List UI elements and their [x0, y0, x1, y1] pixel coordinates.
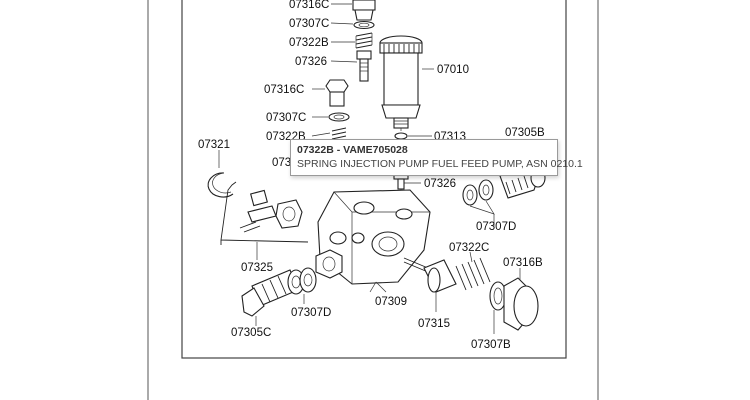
cap-nut-07316c-mid[interactable]: [325, 79, 349, 107]
label-07316b[interactable]: 07316B: [503, 257, 543, 269]
valve-07326-top[interactable]: [356, 50, 372, 82]
priming-pump-07325[interactable]: [220, 181, 309, 260]
label-07307c-top[interactable]: 07307C: [289, 18, 329, 30]
washer-07307c-mid[interactable]: [328, 112, 350, 122]
fitting-07305c[interactable]: [241, 249, 343, 326]
label-07309[interactable]: 07309: [375, 296, 407, 308]
label-07326-right[interactable]: 07326: [424, 178, 456, 190]
screw-07326[interactable]: [393, 173, 409, 190]
tooltip-title: 07322B - VAME705028: [297, 144, 408, 156]
feed-pump-07010[interactable]: [379, 35, 423, 208]
label-07316c-top[interactable]: 07316C: [289, 0, 329, 11]
label-073-partial[interactable]: 073: [272, 157, 291, 169]
snap-ring-07321[interactable]: [207, 150, 234, 198]
washers-07307d-right[interactable]: [462, 179, 495, 226]
washer-07307c-top[interactable]: [353, 20, 375, 30]
label-07307d-left[interactable]: 07307D: [291, 307, 331, 319]
spring-07322b-top[interactable]: [355, 32, 373, 49]
label-07305b[interactable]: 07305B: [505, 127, 545, 139]
push-rod: [403, 257, 429, 273]
label-07307d-right[interactable]: 07307D: [476, 221, 516, 233]
part-labels: 07316C 07307C 07322B 07326 07010 07316C …: [198, 0, 545, 351]
plug-07316b[interactable]: [503, 268, 539, 331]
label-07307c-mid[interactable]: 07307C: [266, 112, 306, 124]
label-07321[interactable]: 07321: [198, 139, 230, 151]
label-07316c-mid[interactable]: 07316C: [264, 84, 304, 96]
label-07322c[interactable]: 07322C: [449, 242, 489, 254]
label-07315[interactable]: 07315: [418, 318, 450, 330]
label-07305c[interactable]: 07305C: [231, 327, 271, 339]
part-tooltip: 07322B - VAME705028 SPRING INJECTION PUM…: [290, 139, 583, 176]
leader-lines: [311, 3, 434, 184]
washers-07307d-left[interactable]: [287, 267, 317, 304]
label-07325[interactable]: 07325: [241, 262, 273, 274]
pump-body-07309[interactable]: [317, 189, 431, 293]
label-07010[interactable]: 07010: [437, 64, 469, 76]
label-07322b-top[interactable]: 07322B: [289, 37, 329, 49]
plunger-07315[interactable]: [423, 259, 457, 312]
label-07326-top[interactable]: 07326: [295, 56, 327, 68]
label-07307b[interactable]: 07307B: [471, 339, 511, 351]
diagram-frame: [147, 0, 599, 400]
spring-07322c[interactable]: [455, 251, 491, 291]
cap-nut-07316c-top[interactable]: [352, 0, 376, 21]
spring-07322b-mid[interactable]: [331, 127, 347, 140]
tooltip-description: SPRING INJECTION PUMP FUEL FEED PUMP, AS…: [297, 158, 583, 170]
